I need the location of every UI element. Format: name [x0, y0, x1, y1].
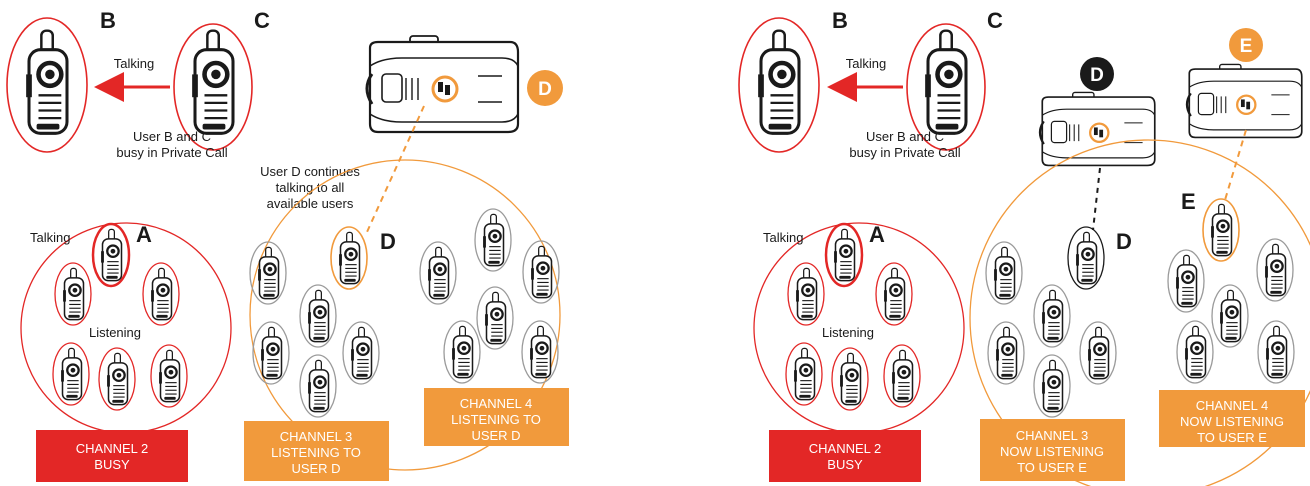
- left-d-note-line3: available users: [267, 196, 354, 211]
- left-listening: Listening: [89, 325, 141, 340]
- left-radio-b-icon: [26, 31, 67, 134]
- right-badge-d: [1080, 57, 1114, 91]
- right-ch4-line2: NOW LISTENING: [1180, 414, 1284, 429]
- right-ch3-line3: TO USER E: [1017, 460, 1087, 475]
- right-badge-e: [1229, 28, 1263, 62]
- right-channel3-box: [980, 419, 1125, 481]
- right-label-a: A: [869, 222, 885, 247]
- right-base-radio-e-icon: [1185, 63, 1303, 139]
- right-ch3-line2: NOW LISTENING: [1000, 444, 1104, 459]
- right-radio-c-icon: [925, 31, 966, 134]
- right-base-radio-d-icon: [1038, 91, 1156, 167]
- left-ch4-line3: USER D: [471, 428, 520, 443]
- left-channel34-group: D CHANNEL 3 LISTENING TO: [244, 159, 569, 481]
- left-radio-c-icon: [192, 31, 233, 134]
- right-private-call-line1: User B and C: [866, 129, 944, 144]
- left-channel2-box: [36, 430, 188, 482]
- right-panel: B C Talking User B and C busy in Private…: [738, 8, 1310, 486]
- right-label-e-small: E: [1181, 189, 1196, 214]
- right-private-call-line2: busy in Private Call: [849, 145, 960, 160]
- right-channel34-group: D E CHANNEL 3 NOW: [969, 139, 1310, 486]
- left-d-link-line: [366, 105, 425, 233]
- right-e-link-line: [1224, 129, 1247, 201]
- left-talking-a: Talking: [30, 230, 70, 245]
- left-private-call-line2: busy in Private Call: [116, 145, 227, 160]
- left-private-call-line1: User B and C: [133, 129, 211, 144]
- left-base-radio-d-icon: [365, 34, 520, 134]
- right-listening: Listening: [822, 325, 874, 340]
- left-ch4-line2: LISTENING TO: [451, 412, 541, 427]
- left-ch2-line2: BUSY: [94, 457, 130, 472]
- right-talking-bc: Talking: [846, 56, 886, 71]
- right-d-link-line: [1092, 167, 1101, 231]
- left-ch3-line1: CHANNEL 3: [280, 429, 352, 444]
- left-badge-d: [527, 70, 563, 106]
- left-ch3-line3: USER D: [291, 461, 340, 476]
- right-channel2-box: [769, 430, 921, 482]
- left-channel3-box: [244, 421, 389, 481]
- left-ch4-line1: CHANNEL 4: [460, 396, 532, 411]
- left-channel4-box: [424, 388, 569, 446]
- right-badge-d-text: D: [1090, 65, 1104, 86]
- left-radio-c-ring: [173, 23, 253, 151]
- right-ch2-line2: BUSY: [827, 457, 863, 472]
- right-private-call-group: B C Talking User B and C busy in Private…: [738, 8, 1003, 160]
- left-label-d-small: D: [380, 229, 396, 254]
- right-ch2-line1: CHANNEL 2: [809, 441, 881, 456]
- right-ch4-line3: TO USER E: [1197, 430, 1267, 445]
- right-channel4-box: [1159, 390, 1305, 447]
- left-radio-b-ring: [6, 17, 88, 153]
- right-label-b: B: [832, 8, 848, 33]
- left-private-call-group: B C Talking User B and C busy in Private…: [6, 8, 270, 160]
- left-d-note-line1: User D continues: [260, 164, 360, 179]
- left-ch2-line1: CHANNEL 2: [76, 441, 148, 456]
- left-d-note-line2: talking to all: [276, 180, 345, 195]
- right-radio-b-icon: [758, 31, 799, 134]
- left-talking-bc: Talking: [114, 56, 154, 71]
- right-badge-e-text: E: [1240, 36, 1253, 57]
- right-channel2-group: Talking A Listening CHANNEL 2 BUSY: [753, 222, 965, 482]
- left-panel: B C Talking User B and C busy in Private…: [6, 8, 569, 482]
- right-label-c: C: [987, 8, 1003, 33]
- right-ch4-line1: CHANNEL 4: [1196, 398, 1268, 413]
- left-label-b: B: [100, 8, 116, 33]
- left-label-a: A: [136, 222, 152, 247]
- right-label-d-small: D: [1116, 229, 1132, 254]
- left-ch3-line2: LISTENING TO: [271, 445, 361, 460]
- right-talking-a: Talking: [763, 230, 803, 245]
- left-channel2-group: Talking A Listening CHANNEL 2 BUSY: [20, 222, 232, 482]
- left-label-c: C: [254, 8, 270, 33]
- right-ch3-line1: CHANNEL 3: [1016, 428, 1088, 443]
- left-badge-d-text: D: [538, 79, 552, 100]
